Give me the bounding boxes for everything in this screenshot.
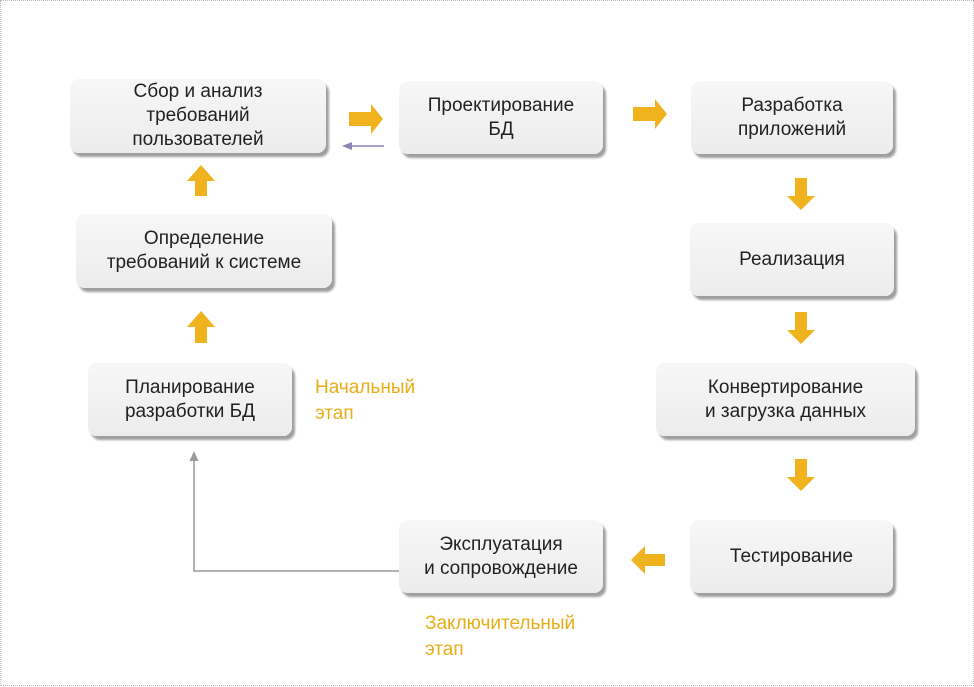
node-conversion-loading: Конвертирование и загрузка данных bbox=[656, 363, 915, 436]
node-label-line: Определение bbox=[143, 228, 265, 249]
node-system-requirements: Определение требований к системе bbox=[76, 214, 332, 288]
node-label-line: Планирование bbox=[125, 376, 255, 398]
stage-label-line: этап bbox=[315, 403, 354, 424]
node-label-line: Разработка bbox=[741, 94, 843, 116]
arrow-design-to-development bbox=[633, 99, 667, 129]
node-app-development: Разработка приложений bbox=[691, 81, 893, 154]
node-label-line: и сопровождение bbox=[424, 557, 578, 579]
node-label-line: требований к системе bbox=[106, 252, 302, 273]
arrow-requirements-to-collection bbox=[187, 165, 215, 196]
arrow-implementation-to-conversion bbox=[787, 312, 815, 344]
arrow-conversion-to-testing bbox=[787, 459, 815, 491]
back-arrow-head bbox=[342, 142, 352, 150]
node-testing: Тестирование bbox=[690, 520, 893, 593]
arrow-planning-to-requirements bbox=[187, 311, 215, 343]
feedback-loop-line bbox=[193, 459, 399, 572]
node-db-design: Проектирование БД bbox=[399, 81, 603, 154]
node-label-line: разработки БД bbox=[124, 400, 256, 422]
node-label-line: требований bbox=[146, 105, 250, 126]
node-label-line: Конвертирование bbox=[707, 376, 864, 398]
stage-label-line: этап bbox=[425, 639, 464, 660]
node-requirements-collection: Сбор и анализ требований пользователей bbox=[70, 79, 326, 153]
node-operation-support: Эксплуатация и сопровождение bbox=[399, 520, 603, 593]
node-label-line: Эксплуатация bbox=[439, 533, 563, 555]
node-label-line: пользователей bbox=[132, 129, 264, 150]
feedback-loop-arrowhead bbox=[189, 451, 199, 461]
stage-label-line: Заключительный bbox=[425, 613, 576, 634]
node-label-line: Тестирование bbox=[729, 545, 854, 567]
node-label-line: и загрузка данных bbox=[704, 400, 867, 422]
node-db-planning: Планирование разработки БД bbox=[88, 363, 292, 436]
node-label-line: БД bbox=[488, 118, 514, 140]
node-label-line: приложений bbox=[737, 118, 847, 140]
node-label-line: Проектирование bbox=[427, 94, 575, 116]
arrow-collection-to-design bbox=[349, 104, 383, 134]
node-label-line: Реализация bbox=[739, 248, 845, 270]
stage-label-final: Заключительный этап bbox=[425, 611, 575, 663]
stage-label-line: Начальный bbox=[315, 377, 416, 398]
arrow-development-to-implementation bbox=[787, 178, 815, 210]
arrow-testing-to-operation bbox=[631, 546, 665, 574]
stage-label-initial: Начальный этап bbox=[315, 375, 415, 427]
node-label-line: Сбор и анализ bbox=[133, 81, 263, 102]
node-implementation: Реализация bbox=[690, 223, 894, 296]
